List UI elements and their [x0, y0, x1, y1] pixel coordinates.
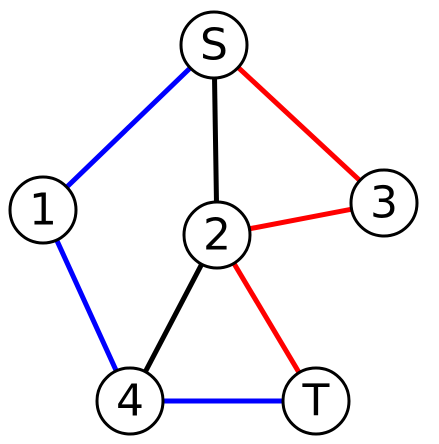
- node-3: 3: [349, 168, 419, 238]
- node-2: 2: [182, 200, 252, 270]
- node-S: S: [179, 10, 249, 80]
- node-T-circle: [281, 366, 351, 436]
- nodes-layer: S 1 2 3 4 T: [8, 10, 419, 436]
- node-4: 4: [95, 366, 165, 436]
- node-S-circle: [179, 10, 249, 80]
- node-3-circle: [349, 168, 419, 238]
- node-T: T: [281, 366, 351, 436]
- node-2-circle: [182, 200, 252, 270]
- node-S-label: S: [200, 20, 228, 71]
- node-1-circle: [8, 175, 78, 245]
- node-3-label: 3: [370, 178, 398, 229]
- node-1: 1: [8, 175, 78, 245]
- node-2-label: 2: [203, 210, 231, 261]
- node-1-label: 1: [29, 185, 57, 236]
- edge-S-3: [212, 43, 386, 205]
- node-T-label: T: [302, 376, 330, 427]
- node-4-label: 4: [116, 376, 144, 427]
- node-4-circle: [95, 366, 165, 436]
- edge-S-1: [41, 43, 216, 212]
- edge-1-4: [40, 208, 133, 403]
